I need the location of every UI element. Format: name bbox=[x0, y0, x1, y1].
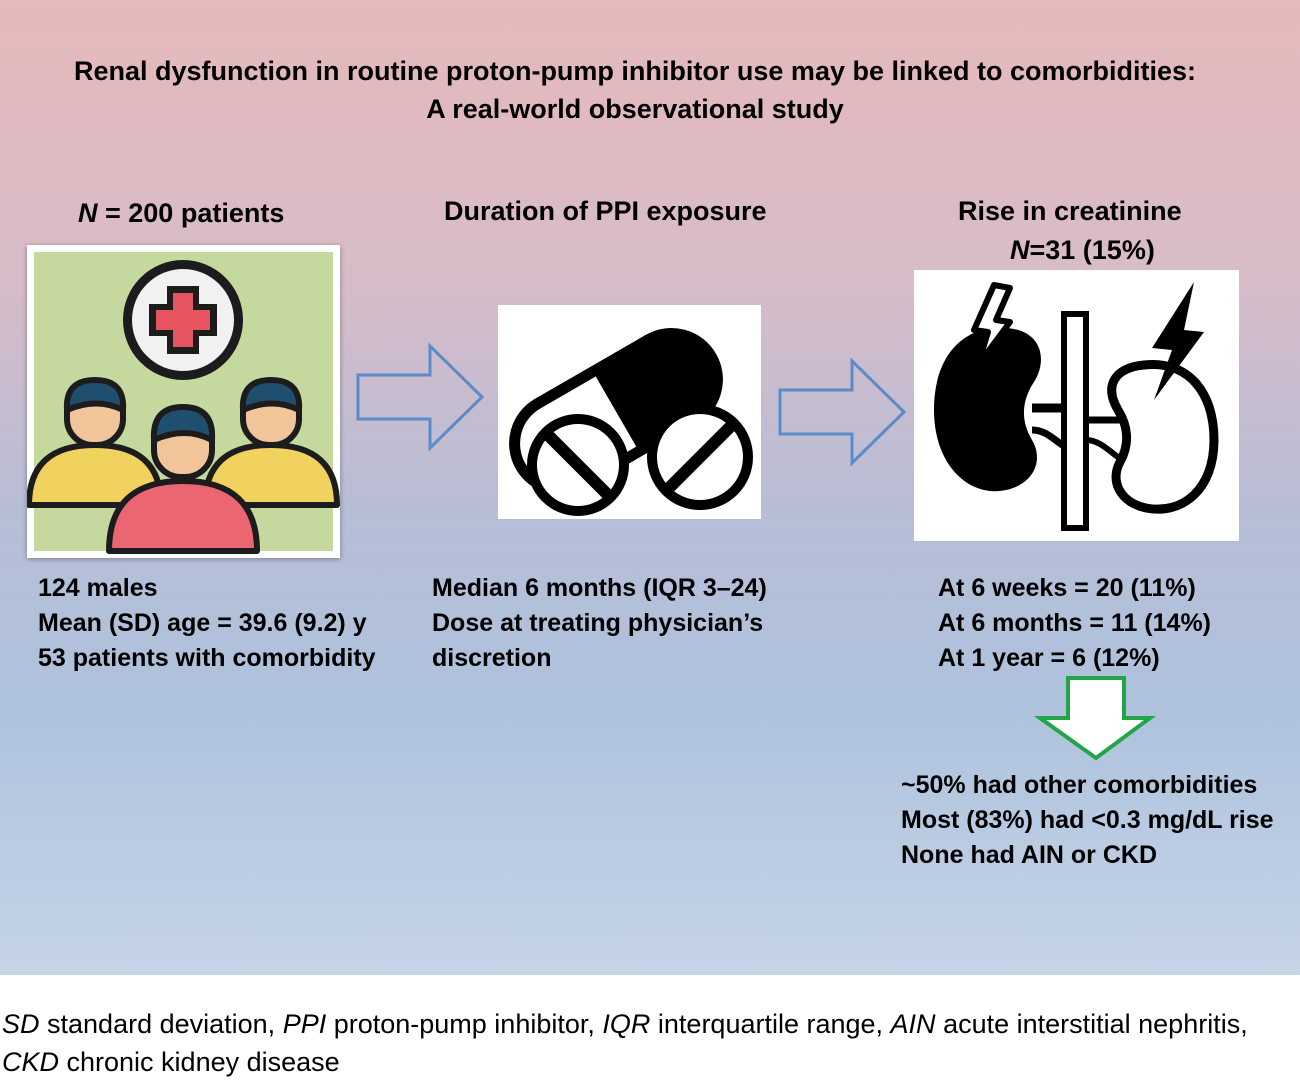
footnote-def-iqr: interquartile range, bbox=[650, 1009, 891, 1039]
patients-card bbox=[27, 245, 340, 558]
ppi-exposure-header: Duration of PPI exposure bbox=[444, 196, 767, 226]
footnote-abbr-iqr: IQR bbox=[602, 1009, 651, 1039]
capsule-card bbox=[498, 305, 761, 519]
title-line-1: Renal dysfunction in routine proton-pump… bbox=[73, 56, 1197, 86]
creatinine-line-3: At 1 year = 6 (12%) bbox=[938, 644, 1160, 672]
outcome-details: ~50% had other comorbidities Most (83%) … bbox=[901, 768, 1274, 873]
patients-line-2: Mean (SD) age = 39.6 (9.2) y bbox=[38, 609, 367, 637]
footnote-def-ppi: proton-pump inhibitor, bbox=[326, 1009, 603, 1039]
outcome-line-1: ~50% had other comorbidities bbox=[901, 771, 1258, 799]
creatinine-line-1: At 6 weeks = 20 (11%) bbox=[938, 574, 1196, 602]
patients-header-text: = 200 patients bbox=[97, 198, 285, 228]
abbreviations-footnote: SD standard deviation, PPI proton-pump i… bbox=[2, 1005, 1298, 1081]
patients-header-n: N bbox=[78, 198, 98, 228]
footnote-abbr-ain: AIN bbox=[890, 1009, 936, 1039]
patients-icon bbox=[27, 252, 340, 554]
patients-details: 124 males Mean (SD) age = 39.6 (9.2) y 5… bbox=[38, 571, 376, 676]
ppi-line-3: discretion bbox=[432, 644, 552, 672]
patients-line-1: 124 males bbox=[38, 574, 158, 602]
creatinine-details: At 6 weeks = 20 (11%) At 6 months = 11 (… bbox=[938, 571, 1211, 676]
patients-line-3: 53 patients with comorbidity bbox=[38, 644, 376, 672]
patients-header: N = 200 patients bbox=[78, 196, 284, 230]
ppi-line-2: Dose at treating physician’s bbox=[432, 609, 764, 637]
footnote-abbr-ppi: PPI bbox=[282, 1009, 327, 1039]
creatinine-subheader-text: =31 (15%) bbox=[1029, 235, 1155, 265]
infographic-panel: Renal dysfunction in routine proton-pump… bbox=[0, 0, 1300, 975]
footnote-def-ain: acute interstitial nephritis, bbox=[935, 1009, 1248, 1039]
footnote-abbr-ckd: CKD bbox=[2, 1047, 60, 1077]
capsule-pills-icon bbox=[509, 328, 753, 516]
title-line-2: A real-world observational study bbox=[426, 94, 844, 124]
creatinine-line-2: At 6 months = 11 (14%) bbox=[938, 609, 1211, 637]
flow-arrow-2 bbox=[778, 357, 907, 467]
footnote-def-sd: standard deviation, bbox=[39, 1009, 283, 1039]
medical-cross-icon bbox=[123, 260, 243, 380]
kidneys-card bbox=[914, 270, 1239, 541]
kidneys-icon bbox=[934, 282, 1219, 531]
footnote-abbr-sd: SD bbox=[2, 1009, 40, 1039]
footnote-def-ckd: chronic kidney disease bbox=[59, 1047, 340, 1077]
outcome-line-3: None had AIN or CKD bbox=[901, 841, 1158, 869]
flow-arrow-1 bbox=[356, 342, 485, 452]
outcome-line-2: Most (83%) had <0.3 mg/dL rise bbox=[901, 806, 1274, 834]
creatinine-subheader-n: N bbox=[1010, 235, 1030, 265]
ppi-line-1: Median 6 months (IQR 3–24) bbox=[432, 574, 767, 602]
down-arrow bbox=[1033, 676, 1157, 761]
ppi-details: Median 6 months (IQR 3–24) Dose at treat… bbox=[432, 571, 767, 676]
creatinine-header: Rise in creatinine bbox=[958, 196, 1182, 226]
creatinine-subheader: N=31 (15%) bbox=[1010, 233, 1155, 267]
